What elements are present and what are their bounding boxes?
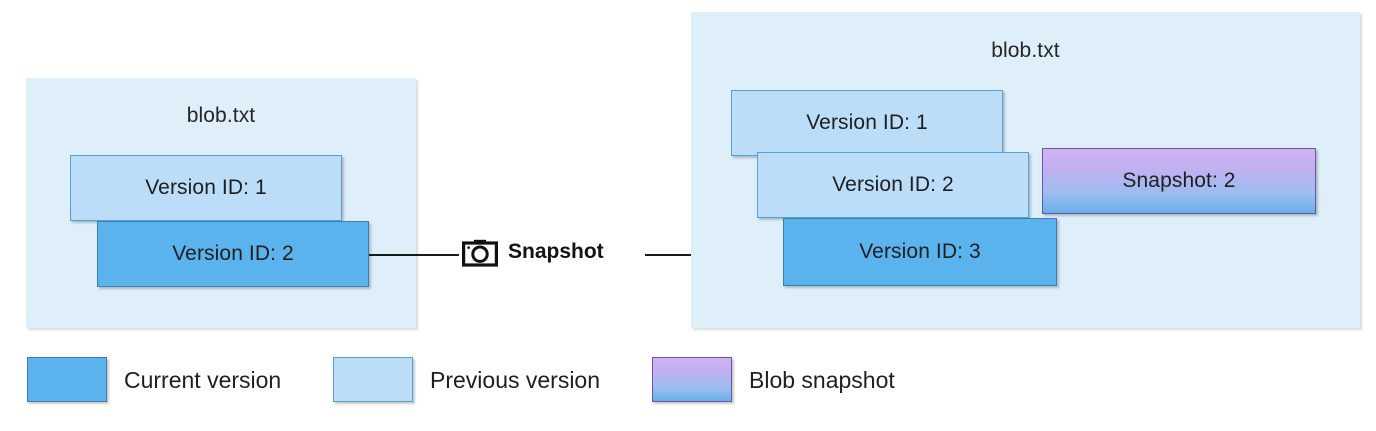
version-box-label: Version ID: 1	[145, 176, 267, 199]
version-box-label: Version ID: 2	[172, 242, 294, 265]
version-box-label: Version ID: 1	[806, 111, 928, 134]
version-box-label: Version ID: 2	[832, 173, 954, 196]
version-box-after-2: Version ID: 2	[757, 152, 1029, 218]
legend-swatch-previous-version	[333, 357, 413, 402]
legend-swatch-current-version	[27, 357, 107, 402]
version-box-after-1: Version ID: 1	[731, 90, 1003, 156]
version-box-after-3: Version ID: 3	[783, 218, 1057, 286]
version-box-label: Version ID: 3	[859, 240, 981, 263]
legend-swatch-blob-snapshot	[652, 357, 732, 402]
snapshot-box-after: Snapshot: 2	[1042, 148, 1316, 214]
legend-label-current-version: Current version	[124, 367, 282, 393]
blob-name-after: blob.txt	[991, 39, 1060, 62]
connector-line-left	[369, 254, 459, 256]
blob-name-before: blob.txt	[186, 104, 256, 127]
version-box-before-1: Version ID: 1	[70, 155, 342, 221]
camera-icon	[462, 238, 498, 275]
snapshot-box-label: Snapshot: 2	[1122, 169, 1236, 192]
legend-label-blob-snapshot: Blob snapshot	[749, 367, 895, 393]
snapshot-transition-label: Snapshot	[508, 240, 604, 263]
legend-label-previous-version: Previous version	[430, 367, 601, 393]
version-box-before-2: Version ID: 2	[97, 221, 369, 287]
